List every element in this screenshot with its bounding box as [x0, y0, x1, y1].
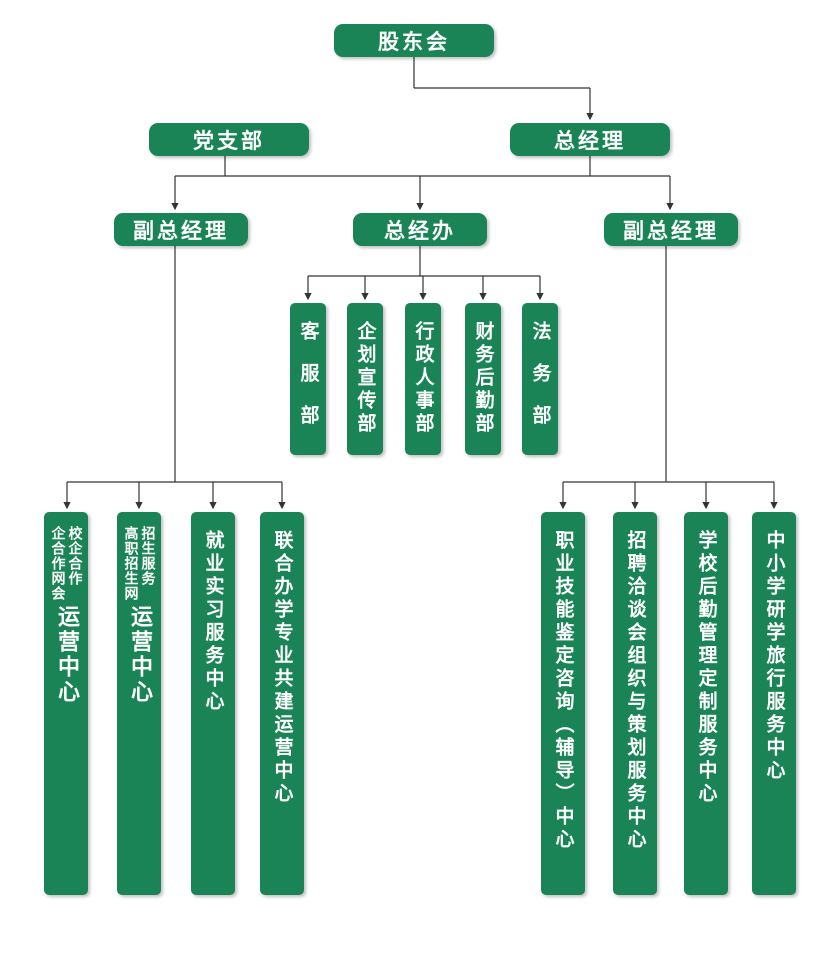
node-label: 客服部 — [297, 321, 320, 447]
node-small-text: 校企合作 企合作网会 — [49, 526, 83, 601]
node-label: 副总经理 — [133, 218, 229, 243]
node-label: 企划宣传部 — [354, 321, 377, 436]
node-skill-appraisal-center: 职业技能鉴定咨询（辅导）中心 — [541, 512, 585, 895]
node-job-fair-center: 招聘洽谈会组织与策划服务中心 — [613, 512, 657, 895]
node-deputy-gm-left: 副总经理 — [114, 213, 248, 246]
node-legal: 法务部 — [522, 303, 558, 455]
node-label-main: 运营中心 — [54, 605, 79, 705]
node-label: 联合办学专业共建运营中心 — [271, 530, 294, 806]
node-finance: 财务后勤部 — [465, 303, 501, 455]
node-label: 招聘洽谈会组织与策划服务中心 — [624, 530, 647, 852]
node-label: 股东会 — [378, 29, 450, 54]
node-label: 总经办 — [384, 218, 456, 243]
node-label-col1: 校企合作 — [66, 526, 83, 586]
node-label: 学校后勤管理定制服务中心 — [695, 530, 718, 806]
node-vocational-center: 招生服务 高职招生网 运营中心 — [117, 512, 161, 895]
node-label: 总经理 — [554, 128, 626, 153]
node-label: 财务后勤部 — [472, 321, 495, 436]
node-big-text: 运营中心 — [54, 605, 79, 709]
node-logistics-center: 学校后勤管理定制服务中心 — [684, 512, 728, 895]
node-label: 就业实习服务中心 — [202, 530, 225, 714]
node-joint-school-center: 联合办学专业共建运营中心 — [260, 512, 304, 895]
node-employment-center: 就业实习服务中心 — [191, 512, 235, 895]
node-label-col2: 高职招生网 — [122, 526, 139, 601]
node-label: 副总经理 — [623, 218, 719, 243]
node-label: 中小学研学旅行服务中心 — [763, 530, 786, 783]
node-party-branch: 党支部 — [149, 123, 309, 156]
node-label: 法务部 — [529, 321, 552, 447]
node-small-text: 招生服务 高职招生网 — [122, 526, 156, 601]
node-customer-service: 客服部 — [290, 303, 326, 455]
node-planning: 企划宣传部 — [347, 303, 383, 455]
node-admin-hr: 行政人事部 — [405, 303, 441, 455]
node-deputy-gm-right: 副总经理 — [604, 213, 738, 246]
node-gm-office: 总经办 — [353, 213, 487, 246]
node-shareholders: 股东会 — [334, 24, 494, 57]
node-label-col1: 招生服务 — [139, 526, 156, 586]
node-big-text: 运营中心 — [127, 605, 152, 709]
node-label-main: 运营中心 — [127, 605, 152, 705]
node-study-travel-center: 中小学研学旅行服务中心 — [752, 512, 796, 895]
node-label: 行政人事部 — [412, 321, 435, 436]
node-label: 党支部 — [193, 128, 265, 153]
node-school-enterprise-center: 校企合作 企合作网会 运营中心 — [44, 512, 88, 895]
node-label: 职业技能鉴定咨询（辅导）中心 — [552, 530, 575, 852]
node-general-manager: 总经理 — [510, 123, 670, 156]
node-label-col2: 企合作网会 — [49, 526, 66, 601]
